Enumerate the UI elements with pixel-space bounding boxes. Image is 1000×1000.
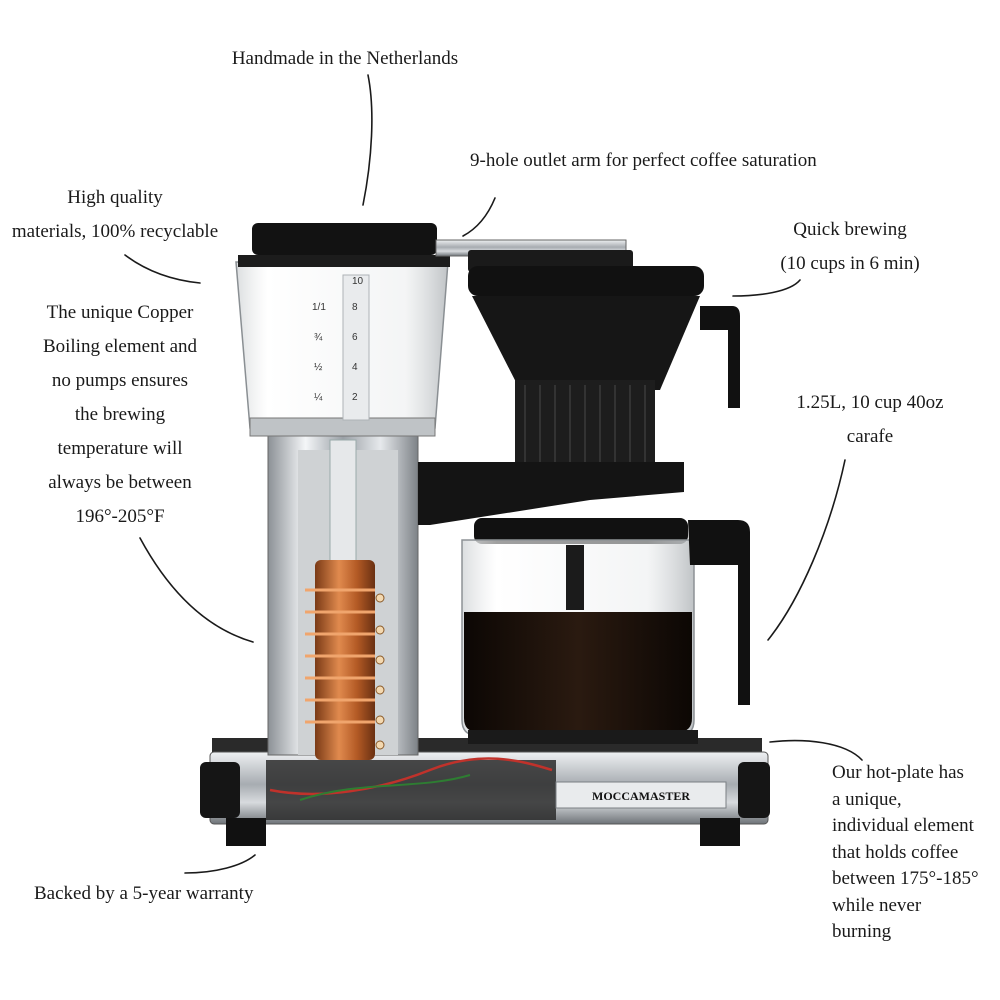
callout-handmade-text: Handmade in the Netherlands — [231, 48, 459, 69]
reservoir-mark: 6 — [352, 332, 358, 343]
callout-hotplate-line: Our hot-plate has — [832, 762, 964, 783]
callout-materials-line: High quality — [67, 187, 163, 208]
callout-outlet-arm: 9-hole outlet arm for perfect coffee sat… — [470, 144, 890, 178]
leader-outlet-arm — [462, 197, 496, 237]
leader-materials — [124, 254, 201, 284]
callout-hotplate-line: individual element — [832, 815, 974, 836]
callout-hotplate-line: burning — [832, 921, 892, 942]
callout-hotplate-line: while never — [832, 894, 922, 916]
reservoir-fraction: ¼ — [314, 391, 323, 403]
callout-handmade: Handmade in the Netherlands — [200, 42, 490, 76]
leader-quick-brewing — [732, 279, 801, 297]
callout-copper: The unique Copper Boiling element and no… — [20, 296, 220, 534]
leader-copper — [139, 537, 254, 643]
callout-quick-brewing-line: Quick brewing — [793, 219, 907, 240]
brew-basket — [418, 250, 740, 525]
carafe — [461, 518, 750, 744]
callout-copper-line: always be between — [48, 472, 192, 493]
callout-materials-line: materials, 100% recyclable — [11, 221, 219, 242]
callout-copper-line: no pumps ensures — [51, 370, 189, 391]
reservoir-mark: 10 — [352, 276, 364, 287]
callout-warranty-text: Backed by a 5-year warranty — [34, 883, 254, 904]
callout-warranty: Backed by a 5-year warranty — [34, 877, 314, 911]
reservoir-mark: 2 — [352, 392, 358, 403]
brand-label: MOCCAMASTER — [592, 789, 690, 803]
callout-carafe-line: 1.25L, 10 cup 40oz — [796, 392, 944, 413]
reservoir-fraction: ¾ — [314, 332, 323, 343]
reservoir-mark: 8 — [352, 302, 358, 313]
callout-hotplate-line: between 175°-185° — [832, 868, 979, 889]
callout-copper-line: temperature will — [57, 438, 183, 459]
leader-carafe — [767, 459, 846, 641]
callout-hotplate-line: a unique, — [832, 788, 902, 810]
copper-element — [269, 560, 553, 801]
callout-hotplate-line: that holds coffee — [832, 841, 959, 863]
reservoir-fraction: ½ — [314, 362, 323, 373]
callout-materials: High quality materials, 100% recyclable — [0, 181, 230, 249]
water-reservoir — [235, 223, 450, 437]
leader-warranty — [184, 854, 256, 874]
callout-copper-line: 196°-205°F — [75, 506, 165, 527]
callout-hotplate: Our hot-plate has a unique, individual e… — [832, 760, 1000, 946]
callout-carafe: 1.25L, 10 cup 40oz carafe — [770, 386, 970, 454]
callout-copper-line: the brewing — [74, 404, 166, 425]
callout-copper-line: The unique Copper — [46, 302, 194, 323]
leader-hotplate — [769, 739, 863, 761]
callout-outlet-arm-text: 9-hole outlet arm for perfect coffee sat… — [470, 150, 817, 171]
callout-quick-brewing: Quick brewing (10 cups in 6 min) — [760, 213, 940, 281]
coffee-maker-illustration: MOCCAMASTER 10 8 6 4 2 1/1 — [200, 223, 770, 846]
callout-carafe-line: carafe — [846, 426, 894, 447]
leader-handmade — [362, 74, 373, 206]
callout-copper-line: Boiling element and — [42, 336, 198, 357]
callout-quick-brewing-line: (10 cups in 6 min) — [780, 253, 920, 274]
reservoir-fraction: 1/1 — [312, 302, 326, 313]
reservoir-mark: 4 — [352, 362, 358, 373]
